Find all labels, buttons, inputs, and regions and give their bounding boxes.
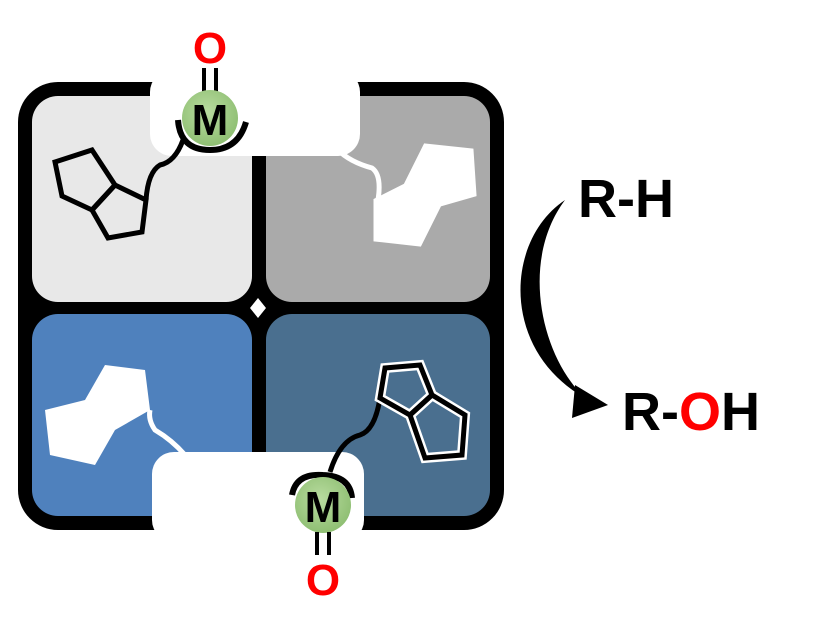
ligand-ring <box>88 181 149 241</box>
ligand-ring <box>407 391 468 461</box>
substrate-label: R-H <box>578 169 674 229</box>
reaction-arrow <box>520 200 608 418</box>
product-suffix: H <box>721 382 760 442</box>
product-label: R-OH <box>622 382 760 442</box>
metal-label-bottom: M <box>305 483 342 532</box>
catalyst-bottom: M O <box>289 359 471 605</box>
ligand-cradle <box>289 471 355 499</box>
arrow-shaft <box>520 200 585 398</box>
metal-center-top <box>182 90 238 146</box>
center-pore <box>250 298 266 318</box>
arrow-head-icon <box>572 385 608 418</box>
linker <box>327 397 383 473</box>
imprint-bottom-left <box>45 365 150 465</box>
product-prefix: R- <box>622 382 679 442</box>
catalyst-top: M O <box>52 24 249 241</box>
ligand-ring <box>377 362 435 419</box>
pocket-edge-bottom <box>147 409 187 457</box>
oxo-label-bottom: O <box>306 556 340 605</box>
linker <box>143 139 186 201</box>
metal-center-bottom <box>295 477 351 533</box>
oxo-label-top: O <box>193 24 227 73</box>
metal-label-top: M <box>192 96 229 145</box>
pocket-edge-top <box>336 148 382 201</box>
ligand-cradle <box>175 119 249 154</box>
product-oxygen: O <box>679 382 721 442</box>
imprint-top-right <box>373 143 477 247</box>
framework <box>18 82 504 530</box>
